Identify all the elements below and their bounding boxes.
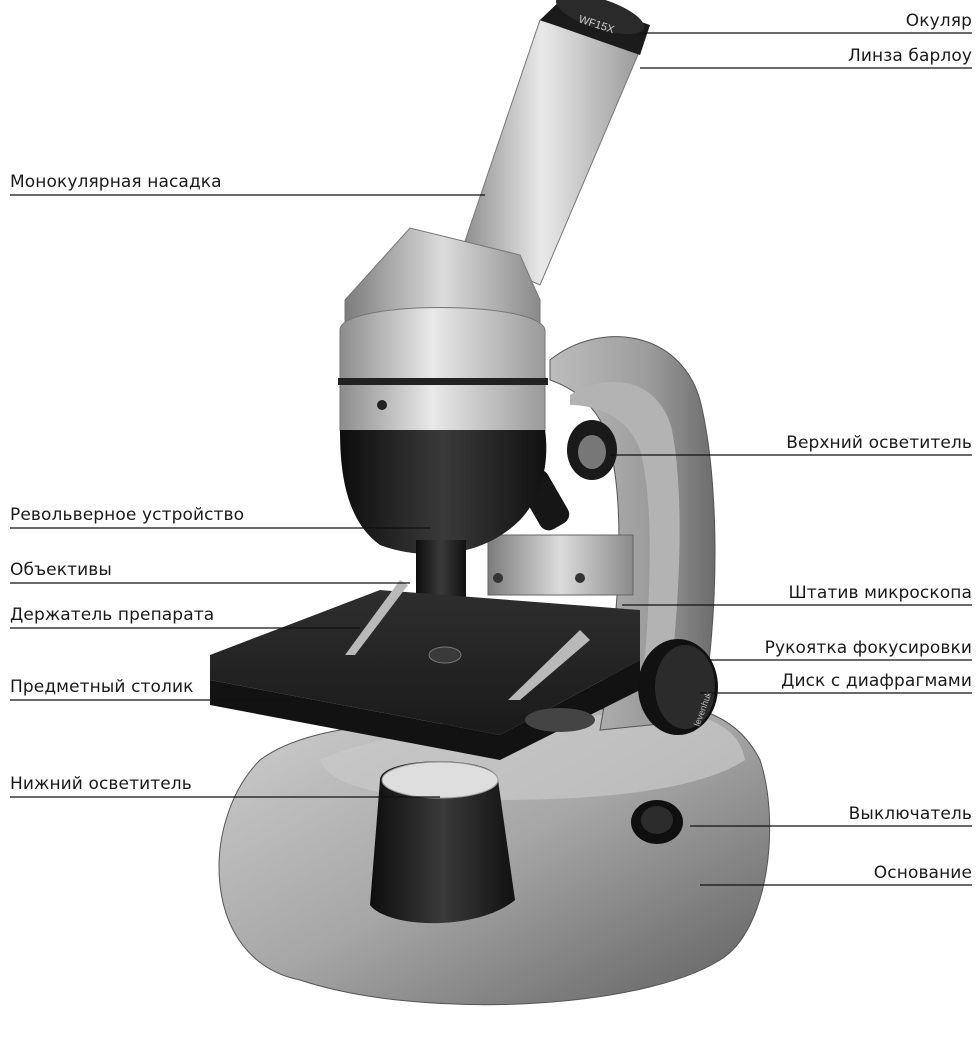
label-eyepiece: Окуляр [906, 11, 972, 31]
label-diaphragm-disk: Диск с диафрагмами [781, 671, 972, 691]
stage-clamp-block [488, 535, 633, 595]
label-upper-illuminator: Верхний осветитель [786, 433, 972, 453]
label-lower-illuminator: Нижний осветитель [10, 774, 192, 794]
label-focus-knob: Рукоятка фокусировки [765, 638, 972, 658]
label-monocular-head: Монокулярная насадка [10, 172, 222, 192]
label-arm: Штатив микроскопа [789, 583, 972, 603]
lower-illuminator [370, 761, 515, 923]
label-objectives: Объективы [10, 560, 112, 580]
label-power-switch: Выключатель [849, 804, 972, 824]
monocular-head [338, 228, 548, 445]
power-switch [631, 800, 683, 844]
diaphragm-disk [525, 708, 595, 732]
eyepiece-tube: WF15X [462, 0, 650, 285]
label-barlow-lens: Линза барлоу [848, 46, 972, 66]
label-stage: Предметный столик [10, 677, 194, 697]
label-revolver: Револьверное устройство [10, 505, 244, 525]
focus-knob: levenhuk [638, 639, 718, 735]
label-base: Основание [874, 863, 972, 883]
label-specimen-holder: Держатель препарата [10, 605, 214, 625]
